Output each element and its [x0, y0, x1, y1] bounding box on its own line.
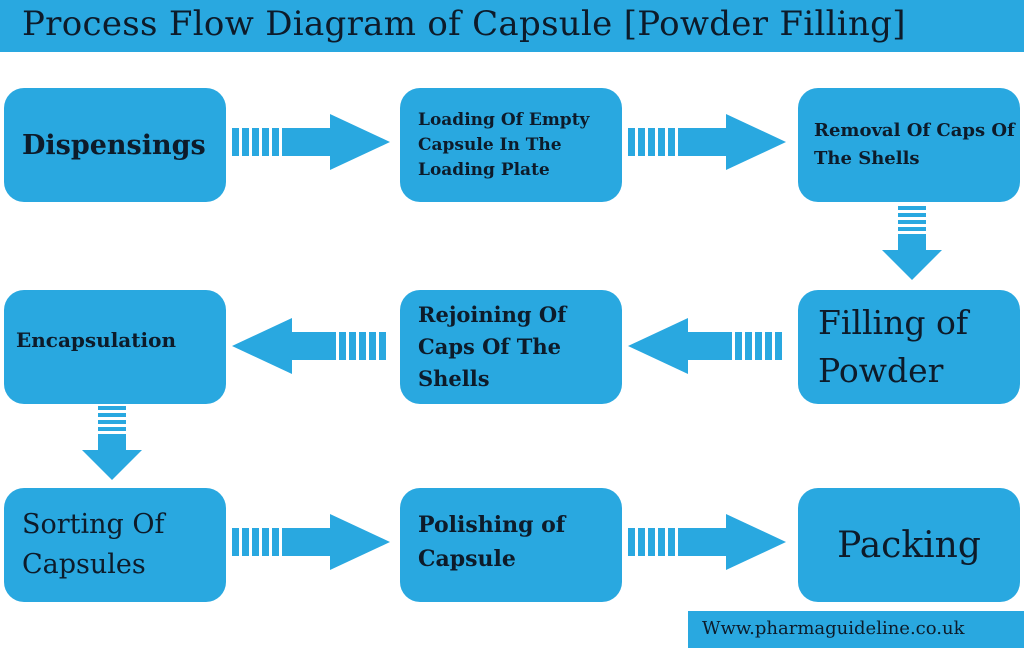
page-title: Process Flow Diagram of Capsule [Powder …	[22, 4, 906, 44]
arrow-down-icon	[882, 206, 942, 280]
step-sorting-of-capsules: Sorting Of Capsules	[4, 488, 226, 602]
arrow-right-icon	[232, 114, 390, 170]
arrow-right-icon	[232, 514, 390, 570]
step-label: Filling of Powder	[818, 303, 969, 390]
footer-bar: Www.pharmaguideline.co.uk	[688, 611, 1024, 648]
step-label: Sorting Of Capsules	[22, 509, 165, 580]
website-link[interactable]: Www.pharmaguideline.co.uk	[702, 618, 965, 639]
step-filling-of-powder: Filling of Powder	[798, 290, 1020, 404]
arrow-left-icon	[232, 318, 386, 374]
title-bar: Process Flow Diagram of Capsule [Powder …	[0, 0, 1024, 52]
step-label: Polishing of Capsule	[418, 512, 566, 572]
step-encapsulation: Encapsulation	[4, 290, 226, 404]
step-label: Rejoining Of Caps Of The Shells	[418, 302, 567, 391]
step-label: Removal Of Caps Of The Shells	[814, 120, 1015, 169]
step-rejoining-of-caps: Rejoining Of Caps Of The Shells	[400, 290, 622, 404]
step-label: Packing	[837, 524, 981, 566]
arrow-right-icon	[628, 514, 786, 570]
step-dispensings: Dispensings	[4, 88, 226, 202]
arrow-right-icon	[628, 114, 786, 170]
arrow-down-icon	[82, 406, 142, 480]
step-polishing-of-capsule: Polishing of Capsule	[400, 488, 622, 602]
step-loading-empty-capsule: Loading Of Empty Capsule In The Loading …	[400, 88, 622, 202]
step-label: Encapsulation	[16, 328, 176, 352]
step-label: Dispensings	[22, 129, 206, 161]
step-packing: Packing	[798, 488, 1020, 602]
arrow-left-icon	[628, 318, 782, 374]
step-label: Loading Of Empty Capsule In The Loading …	[418, 109, 590, 180]
step-removal-of-caps: Removal Of Caps Of The Shells	[798, 88, 1020, 202]
